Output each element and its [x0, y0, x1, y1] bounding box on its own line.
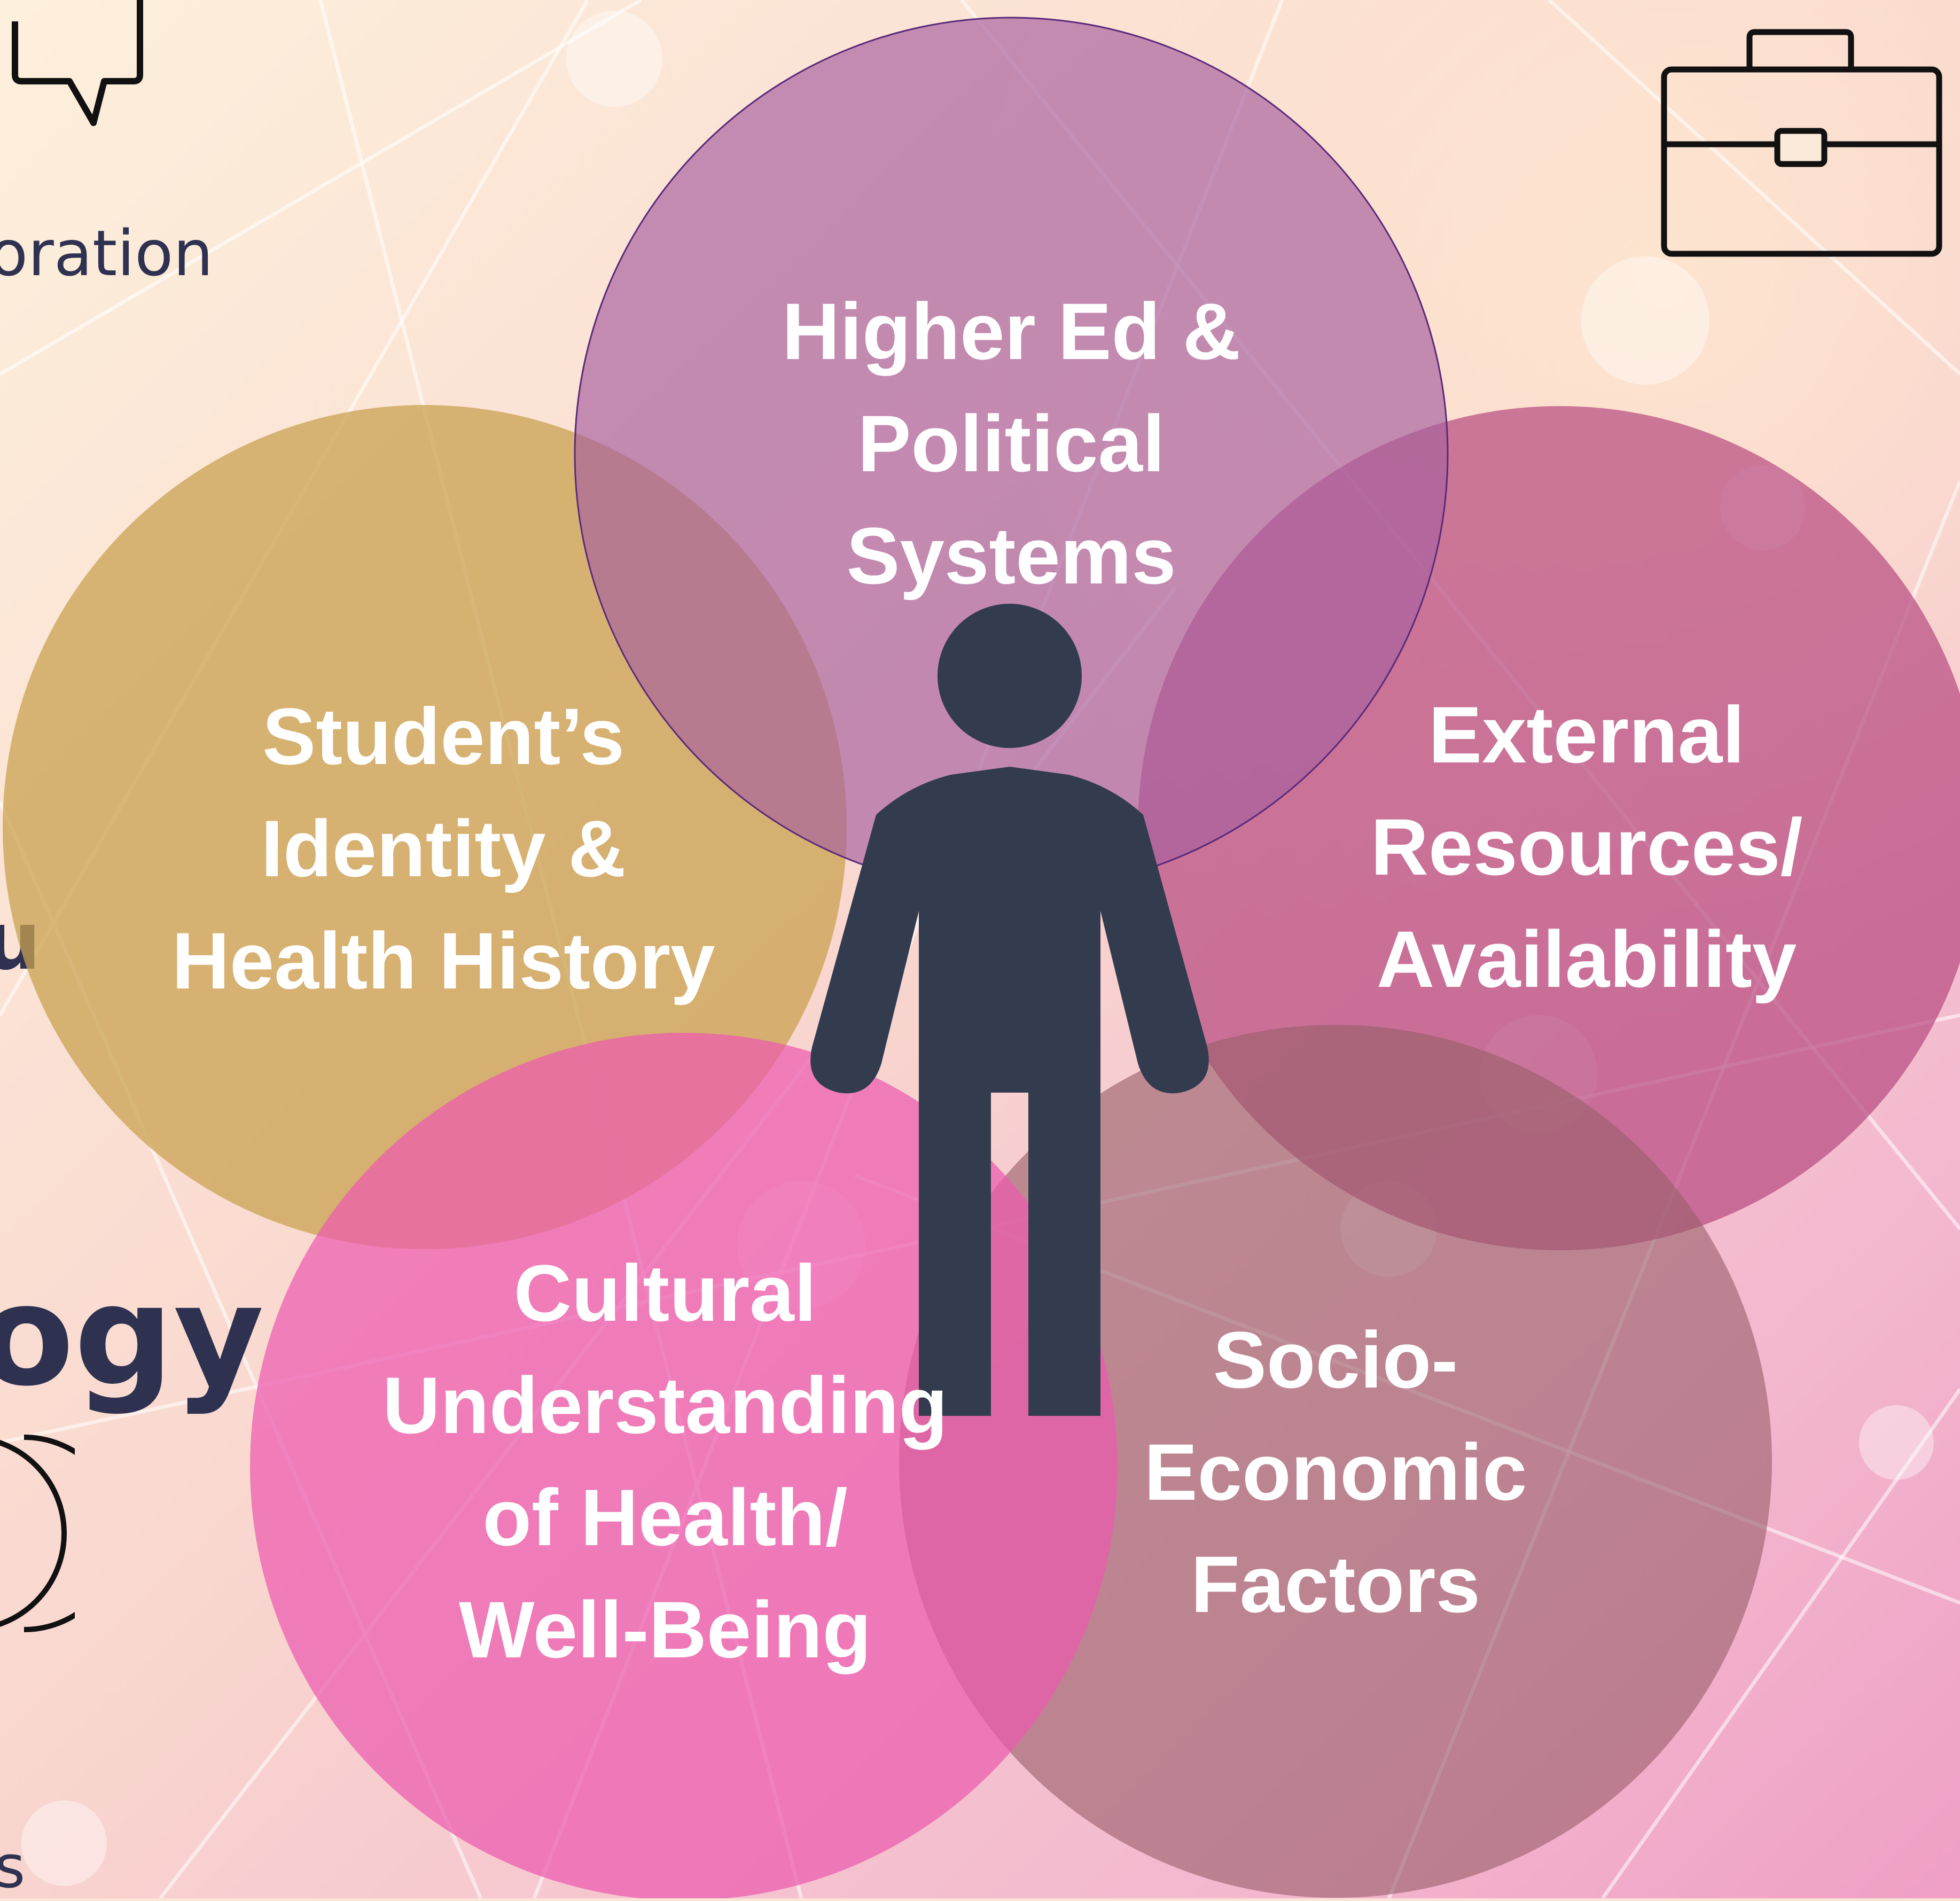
circle-socio-economic: [899, 1025, 1772, 1898]
label-external-resources-availability: External Resources/ Availability: [1370, 690, 1803, 1004]
briefcase-icon: [1661, 29, 1942, 257]
chat-bubble-icon: [12, 0, 143, 126]
label-socio-economic-factors: Socio- Economic Factors: [1144, 1315, 1527, 1629]
label-student-identity-health-history: Student’s Identity & Health History: [171, 691, 715, 1006]
circle-cultural: [250, 1033, 1118, 1898]
partial-text-ogy: ogy: [0, 1256, 264, 1417]
partial-text-oration: oration: [0, 216, 214, 290]
partial-text-s: s: [0, 1833, 26, 1901]
label-higher-ed-political-systems: Higher Ed & Political Systems: [782, 286, 1241, 601]
circle-outline-icon: [0, 1435, 75, 1632]
label-cultural-understanding: Cultural Understanding of Health/ Well-B…: [382, 1248, 948, 1674]
